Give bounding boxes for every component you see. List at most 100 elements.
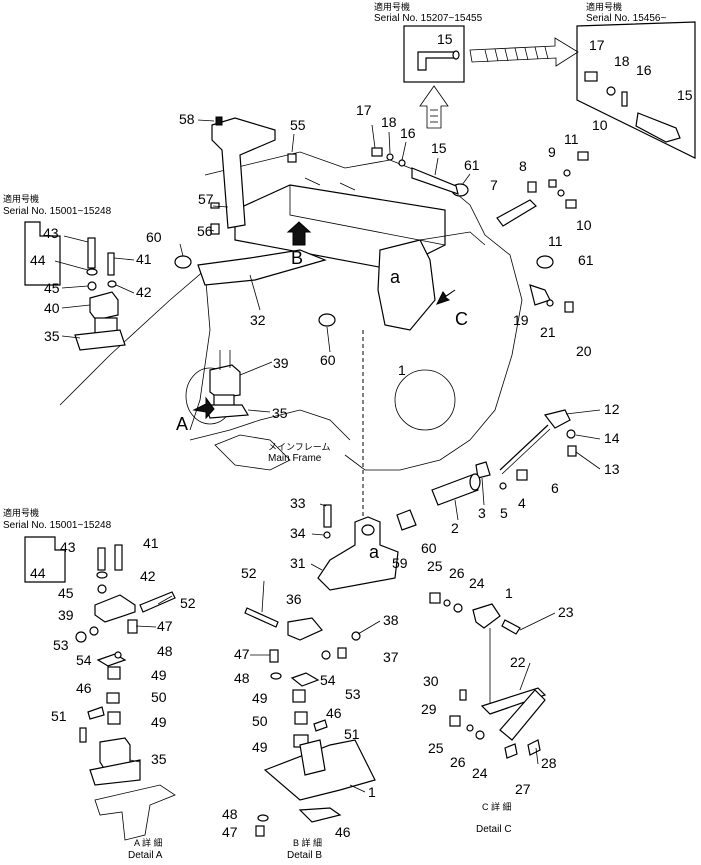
detail-a-bracket: a xyxy=(317,504,399,591)
callout: 24 xyxy=(469,575,485,591)
detail-c: C 詳 細 Detail C xyxy=(429,592,547,835)
callout: 52 xyxy=(241,565,257,581)
callout: 61 xyxy=(464,157,480,173)
callout: 10 xyxy=(576,217,592,233)
callout: 58 xyxy=(179,111,195,127)
linkage-parts xyxy=(396,409,577,531)
bushing-61 xyxy=(536,255,554,269)
callout: 57 xyxy=(198,191,214,207)
mount-39 xyxy=(94,594,136,623)
callout: 49 xyxy=(151,667,167,683)
callout: 14 xyxy=(604,430,620,446)
change-arrow-right xyxy=(469,37,579,67)
callout: 12 xyxy=(604,401,620,417)
callout: 43 xyxy=(43,225,59,241)
callout: 49 xyxy=(252,690,268,706)
callout: 46 xyxy=(326,705,342,721)
view-arrow-b xyxy=(286,221,312,246)
support-stand xyxy=(211,117,276,229)
block-1 xyxy=(472,603,501,629)
callout: 47 xyxy=(222,824,238,840)
serial-note-en: Serial No. 15001~15248 xyxy=(3,520,112,531)
label-en: Main Frame xyxy=(268,453,322,464)
callout: 1 xyxy=(505,585,513,601)
mount-40 xyxy=(89,291,119,321)
callout: 25 xyxy=(427,558,443,574)
mount-39 xyxy=(209,364,241,399)
callout: 60 xyxy=(421,540,437,556)
callout: 35 xyxy=(272,405,288,421)
callout: 54 xyxy=(76,652,92,668)
callout: 1 xyxy=(368,784,376,800)
callout: 10 xyxy=(592,117,608,133)
link-22 xyxy=(480,687,547,715)
callout: 51 xyxy=(344,726,360,742)
pin-15 xyxy=(635,112,681,143)
callout: 43 xyxy=(60,539,76,555)
view-arrow-c xyxy=(436,289,456,305)
callout: 37 xyxy=(383,649,399,665)
callout: 46 xyxy=(76,680,92,696)
callout: 17 xyxy=(589,37,605,53)
view-label-a-small: a xyxy=(369,542,380,562)
callout: 34 xyxy=(290,525,306,541)
callout: 52 xyxy=(180,595,196,611)
callout: 41 xyxy=(136,251,152,267)
bushing-60 xyxy=(396,509,417,531)
callout: 36 xyxy=(286,591,302,607)
callout: 28 xyxy=(541,755,557,771)
callout: 15 xyxy=(437,31,453,47)
callout: 13 xyxy=(604,461,620,477)
rod-7 xyxy=(496,199,537,227)
serial-inset-left-upper: 適用号機 Serial No. 15001~15248 xyxy=(3,193,126,351)
callout: 46 xyxy=(335,824,351,840)
callout: 3 xyxy=(478,505,486,521)
callout: 5 xyxy=(500,505,508,521)
bolt-52 xyxy=(244,607,279,628)
detail-label-en: Detail A xyxy=(128,850,163,861)
callout: 16 xyxy=(636,62,652,78)
callout: 47 xyxy=(157,618,173,634)
callout: 48 xyxy=(157,643,173,659)
callout: 32 xyxy=(250,312,266,328)
pin-15 xyxy=(411,167,459,195)
view-label-a: A xyxy=(176,414,188,434)
detail-a: 適用号機 Serial No. 15001~15248 A 詳 細 Detail… xyxy=(3,507,176,861)
serial-note-en: Serial No. 15001~15248 xyxy=(3,206,112,217)
callout: 26 xyxy=(449,565,465,581)
callout: 48 xyxy=(234,670,250,686)
inset-box xyxy=(576,21,696,159)
callout: 38 xyxy=(383,612,399,628)
callout: 35 xyxy=(151,751,167,767)
callout: 23 xyxy=(558,604,574,620)
callout: 47 xyxy=(234,646,250,662)
bracket-31 xyxy=(317,516,399,591)
main-frame-label: メインフレーム Main Frame xyxy=(268,442,330,464)
callout: 21 xyxy=(540,324,556,340)
view-label-a-small: a xyxy=(390,267,401,287)
main-assembly xyxy=(59,116,589,518)
callout: 25 xyxy=(428,740,444,756)
callout: 42 xyxy=(136,284,152,300)
callout: 7 xyxy=(490,177,498,193)
callout: 31 xyxy=(290,555,306,571)
callout: 44 xyxy=(30,252,46,268)
callout: 41 xyxy=(143,535,159,551)
callout: 18 xyxy=(381,114,397,130)
change-arrow-up xyxy=(419,85,449,129)
callout: 15 xyxy=(431,140,447,156)
detail-label-jp: B 詳 細 xyxy=(293,837,322,848)
pin-23 xyxy=(501,619,521,635)
callout: 24 xyxy=(472,765,488,781)
view-arrows: B A C a xyxy=(176,221,468,434)
callout: 49 xyxy=(151,714,167,730)
bushing-60 xyxy=(174,255,192,269)
callout: 35 xyxy=(44,328,60,344)
callout: 33 xyxy=(290,495,306,511)
callout: 59 xyxy=(392,555,408,571)
callout: 11 xyxy=(548,233,563,249)
callout: 60 xyxy=(146,229,162,245)
callout: 40 xyxy=(44,300,60,316)
callout: 51 xyxy=(51,708,67,724)
serial-inset-middle: 適用号機 Serial No. 15207~15455 15 xyxy=(374,1,483,129)
